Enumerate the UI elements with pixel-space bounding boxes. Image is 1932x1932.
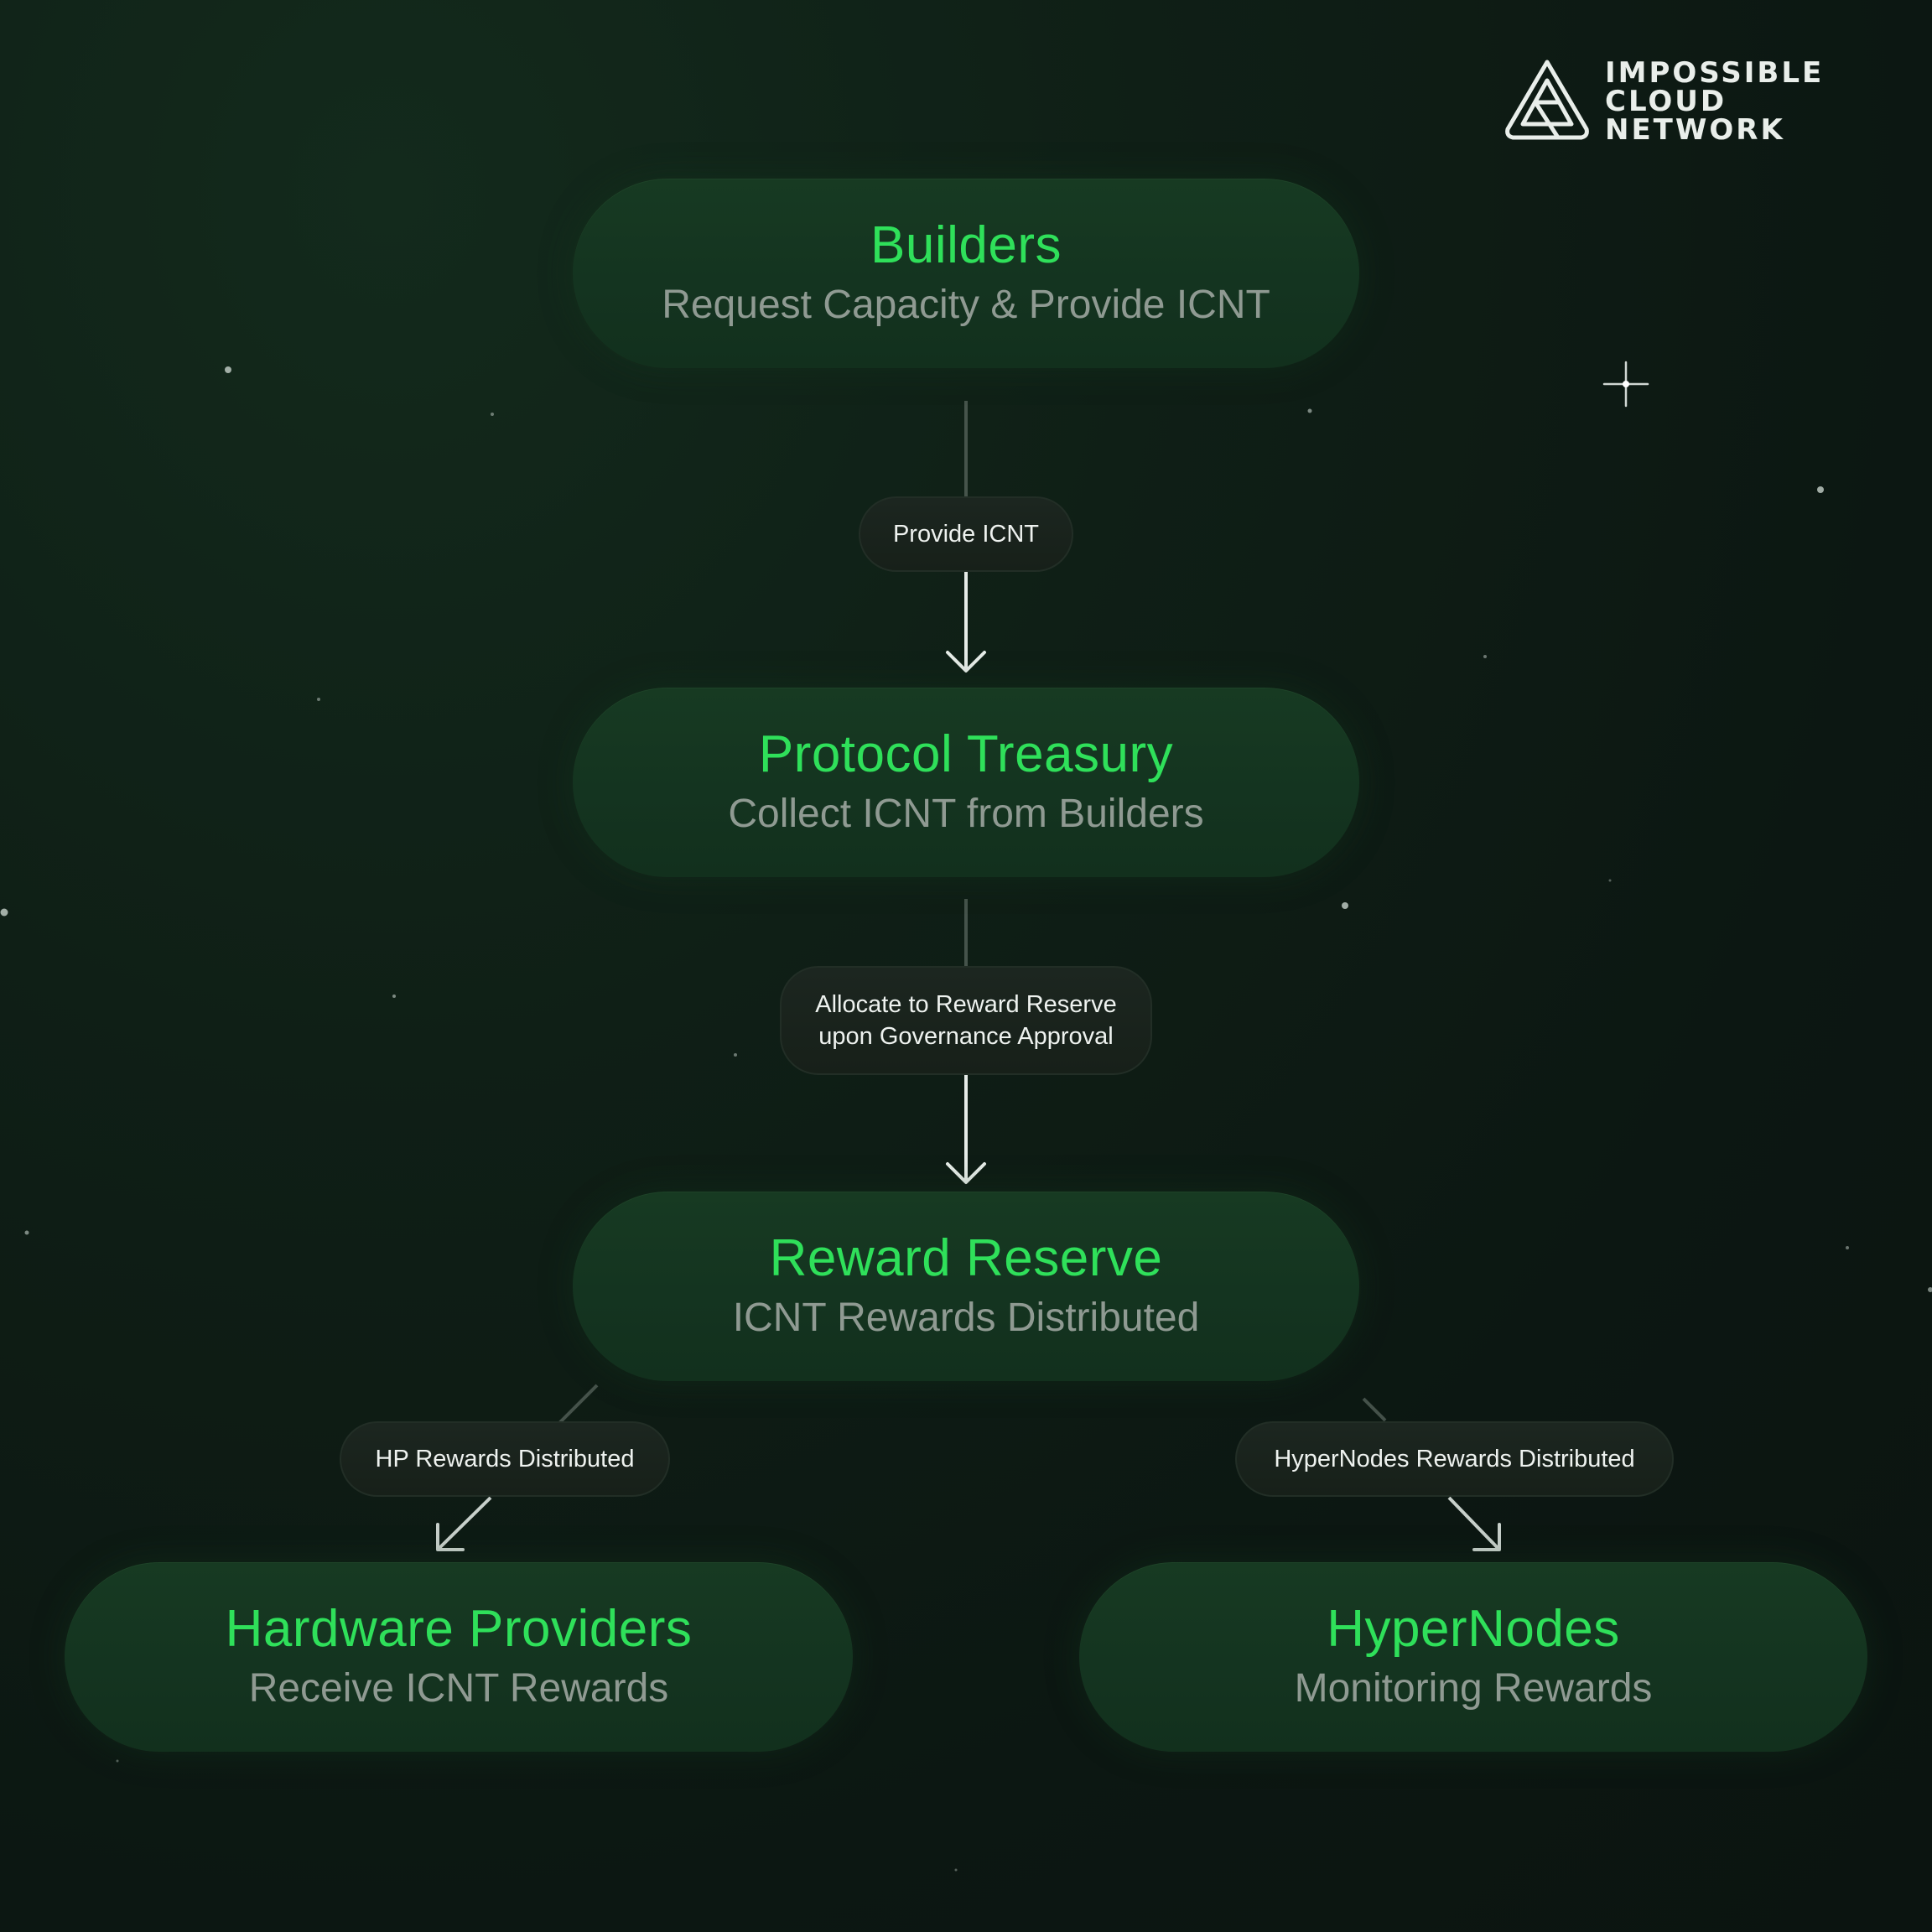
edge-label-hypernodes-rewards: HyperNodes Rewards Distributed [1235,1421,1674,1497]
edge-label-provide-icnt: Provide ICNT [859,496,1073,572]
impossible-triangle-logo-icon [1505,60,1589,140]
node-title: HyperNodes [1327,1600,1620,1658]
edge-label-allocate: Allocate to Reward Reserve upon Governan… [780,966,1152,1075]
node-subtitle: Request Capacity & Provide ICNT [662,283,1270,327]
brand-logo: IMPOSSIBLE CLOUD NETWORK [1501,55,1824,148]
node-subtitle: Collect ICNT from Builders [728,792,1204,836]
node-protocol-treasury: Protocol Treasury Collect ICNT from Buil… [573,688,1359,877]
edge-label-hp-rewards: HP Rewards Distributed [340,1421,670,1497]
node-subtitle: Monitoring Rewards [1294,1666,1653,1711]
node-title: Reward Reserve [769,1229,1163,1287]
node-subtitle: Receive ICNT Rewards [248,1666,669,1711]
brand-name: IMPOSSIBLE CLOUD NETWORK [1605,56,1825,147]
node-title: Protocol Treasury [758,725,1174,783]
node-subtitle: ICNT Rewards Distributed [732,1296,1200,1340]
node-builders: Builders Request Capacity & Provide ICNT [573,179,1359,368]
node-hardware-providers: Hardware Providers Receive ICNT Rewards [65,1562,853,1752]
node-title: Builders [870,216,1062,274]
node-title: Hardware Providers [225,1600,693,1658]
sparkle-icon [1602,361,1649,408]
node-reward-reserve: Reward Reserve ICNT Rewards Distributed [573,1192,1359,1381]
node-hypernodes: HyperNodes Monitoring Rewards [1079,1562,1867,1752]
